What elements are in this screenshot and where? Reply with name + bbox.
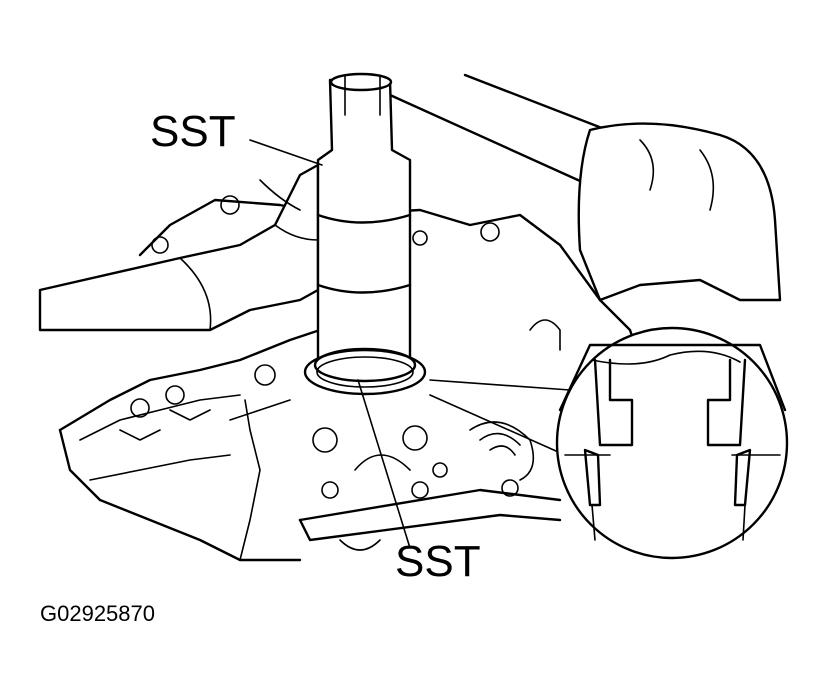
workbench-rail	[388, 73, 622, 192]
sst-label-top: SST	[150, 107, 236, 156]
detail-callout-line-bottom	[429, 394, 566, 456]
sst-driver-tool	[303, 72, 427, 396]
detail-callout-line-top	[429, 379, 571, 391]
figure-code: G02925870	[40, 601, 155, 626]
right-hand	[577, 122, 782, 302]
sst-label-bottom: SST	[395, 537, 481, 586]
leader-lines	[249, 139, 571, 549]
left-hand	[38, 163, 320, 332]
transaxle-case	[58, 195, 642, 562]
leader-line-top	[249, 139, 323, 166]
detail-magnifier	[555, 326, 789, 560]
leader-line-bottom	[357, 379, 411, 549]
